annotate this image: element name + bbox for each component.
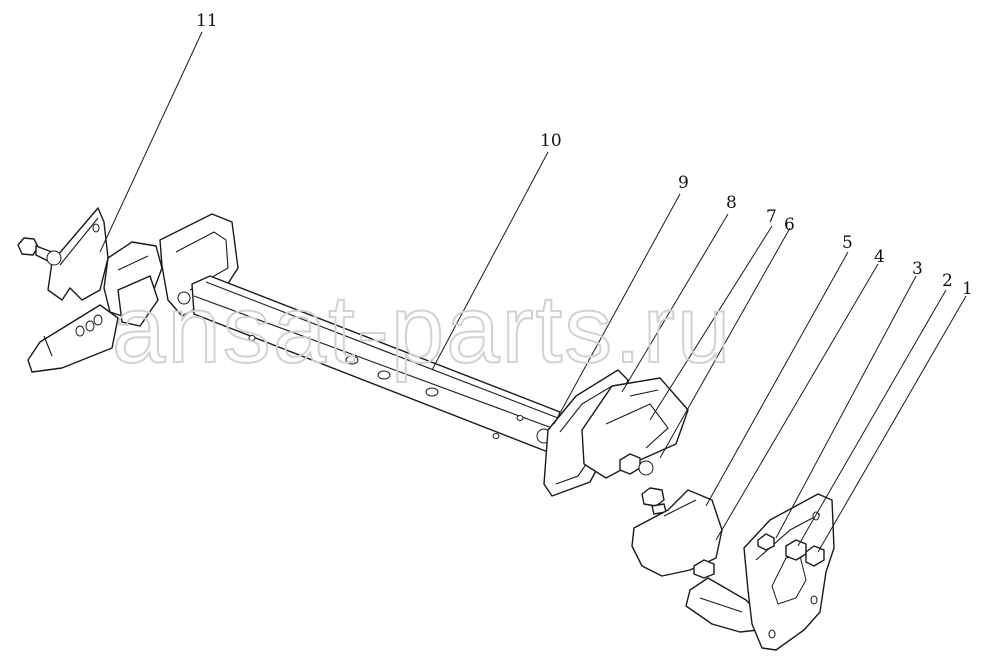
left-bolt (17, 237, 62, 266)
callout-10: 10 (540, 131, 562, 151)
right-bracket-bolts (757, 533, 825, 567)
callout-4: 4 (874, 247, 885, 267)
rubber-engine-mount (631, 487, 723, 579)
left-bracket (27, 207, 119, 373)
bracket-bolt (619, 453, 654, 476)
watermark: ansat-parts.ru (112, 276, 732, 383)
callout-2: 2 (942, 271, 953, 291)
callout-1: 1 (962, 279, 973, 299)
callout-7: 7 (766, 207, 777, 227)
callout-6: 6 (784, 215, 795, 235)
crossmember-beam (191, 275, 561, 453)
mount-bracket (581, 377, 689, 479)
callout-8: 8 (726, 193, 737, 213)
callout-3: 3 (912, 259, 923, 279)
callout-11: 11 (196, 11, 218, 31)
leader-lines (99, 31, 967, 553)
right-bracket (685, 493, 835, 651)
callout-5: 5 (842, 233, 853, 253)
callout-9: 9 (678, 173, 689, 193)
